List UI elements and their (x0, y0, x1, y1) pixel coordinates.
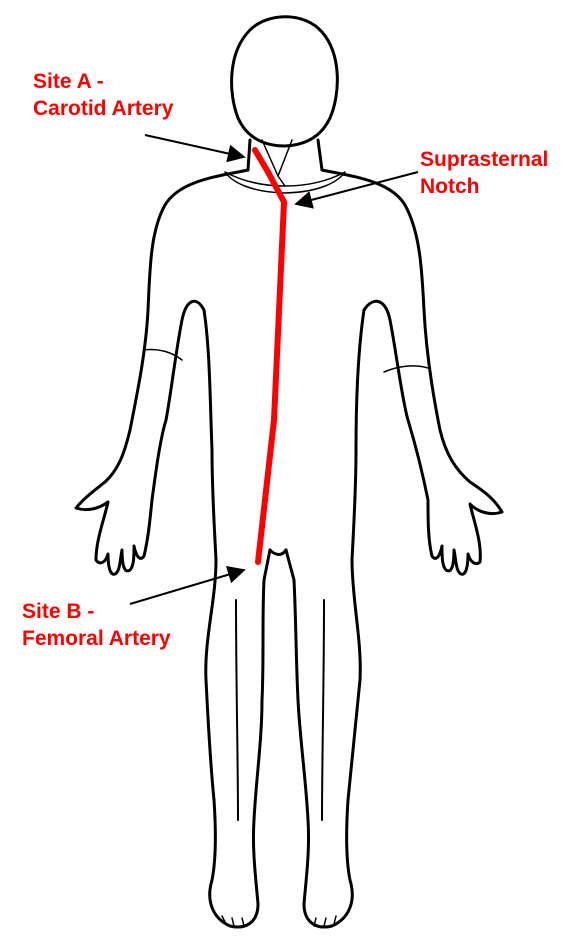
site-a-label-line2: Carotid Artery (33, 95, 173, 122)
left-body-outline (76, 170, 270, 927)
site-a-label: Site A - Carotid Artery (33, 68, 173, 122)
head-outline (232, 17, 338, 146)
inner-leg-right (322, 600, 324, 820)
site-a-label-line1: Site A - (33, 68, 173, 95)
right-body-outline (286, 170, 502, 927)
right-sleeve-line (384, 366, 428, 372)
site-b-label-line2: Femoral Artery (22, 625, 171, 652)
collar-outline (225, 172, 345, 193)
artery-path (255, 150, 284, 562)
suprasternal-notch-label: Suprasternal Notch (420, 146, 548, 200)
site-b-label-line1: Site B - (22, 598, 171, 625)
inner-leg-left (236, 600, 238, 820)
site-a-arrow (145, 135, 244, 157)
notch-label-line1: Suprasternal (420, 146, 548, 173)
site-b-label: Site B - Femoral Artery (22, 598, 171, 652)
notch-label-line2: Notch (420, 173, 548, 200)
crotch-outline (270, 550, 286, 555)
